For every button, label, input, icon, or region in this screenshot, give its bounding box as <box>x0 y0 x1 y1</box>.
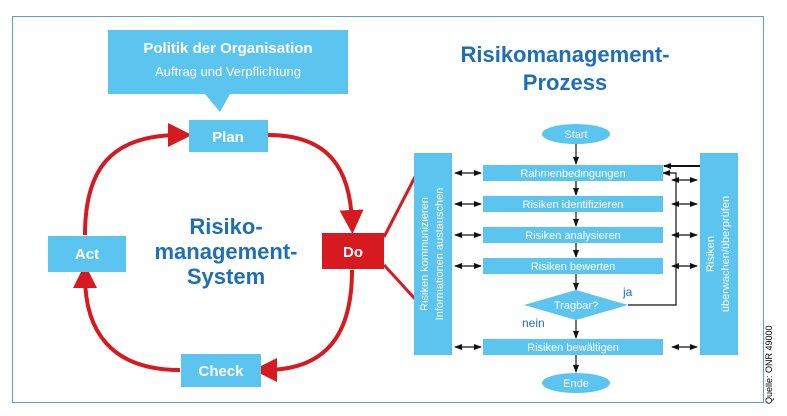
process-title: Risikomanagement- Prozess <box>460 42 669 95</box>
flow-arrows <box>573 143 700 373</box>
monitor-line1: Risiken <box>705 236 717 272</box>
system-title-line3: System <box>187 264 265 289</box>
policy-title: Politik der Organisation <box>143 40 312 57</box>
act-box: Act <box>48 236 126 272</box>
system-title-line2: management- <box>154 239 297 264</box>
do-box: Do <box>322 233 384 269</box>
left-exchange-arrows <box>454 170 482 350</box>
system-title: Risiko- management- System <box>154 214 297 289</box>
arrow-do-to-check <box>253 269 354 382</box>
step-label: Risiken bewerten <box>531 261 615 273</box>
communicate-line1: Risiken kommunizieren <box>419 197 431 311</box>
step-label: Rahmenbedingungen <box>520 168 625 180</box>
decision-yes-label: ja <box>622 285 633 299</box>
process-step-treat: Risiken bewältigen <box>483 339 663 355</box>
right-exchange-arrows <box>671 177 698 350</box>
decision-no-label: nein <box>522 316 545 330</box>
process-step: Risiken identifizieren <box>483 196 663 212</box>
step-label: Risiken bewältigen <box>527 342 619 354</box>
step-label: Risiken identifizieren <box>523 199 624 211</box>
start-node: Start <box>542 124 610 144</box>
check-label: Check <box>198 363 244 380</box>
start-label: Start <box>564 129 587 141</box>
source-note: Quelle: ONR 49000 <box>764 325 774 404</box>
monitor-line2: überwachen/überprüfen <box>720 196 732 312</box>
process-title-line2: Prozess <box>523 70 607 95</box>
check-box: Check <box>181 354 261 387</box>
do-to-process-lines <box>382 174 418 302</box>
process-step: Rahmenbedingungen <box>483 165 663 181</box>
communicate-line2: Informationen austauschen <box>434 188 446 321</box>
do-label: Do <box>343 244 363 261</box>
communicate-panel: Risiken kommunizieren Informationen aust… <box>414 153 452 355</box>
monitor-panel: Risiken überwachen/überprüfen <box>700 153 738 355</box>
arrow-check-to-act <box>73 264 181 372</box>
process-title-line1: Risikomanagement- <box>460 42 669 67</box>
process-step: Risiken analysieren <box>483 227 663 243</box>
policy-subtitle: Auftrag und Verpflichtung <box>155 64 301 79</box>
end-label: Ende <box>563 378 589 390</box>
plan-box: Plan <box>189 120 268 152</box>
system-title-line1: Risiko- <box>189 214 262 239</box>
end-node: Ende <box>542 373 610 393</box>
pdca-cycle-arrows <box>73 123 364 382</box>
plan-label: Plan <box>212 129 244 146</box>
decision-node: Tragbar? ja nein <box>522 285 633 330</box>
act-label: Act <box>75 246 99 263</box>
policy-box: Politik der Organisation Auftrag und Ver… <box>108 30 348 112</box>
step-label: Risiken analysieren <box>525 230 620 242</box>
process-step: Risiken bewerten <box>483 258 663 274</box>
decision-label: Tragbar? <box>554 300 598 312</box>
arrow-act-to-plan <box>83 123 192 236</box>
arrow-plan-to-do <box>267 133 364 234</box>
